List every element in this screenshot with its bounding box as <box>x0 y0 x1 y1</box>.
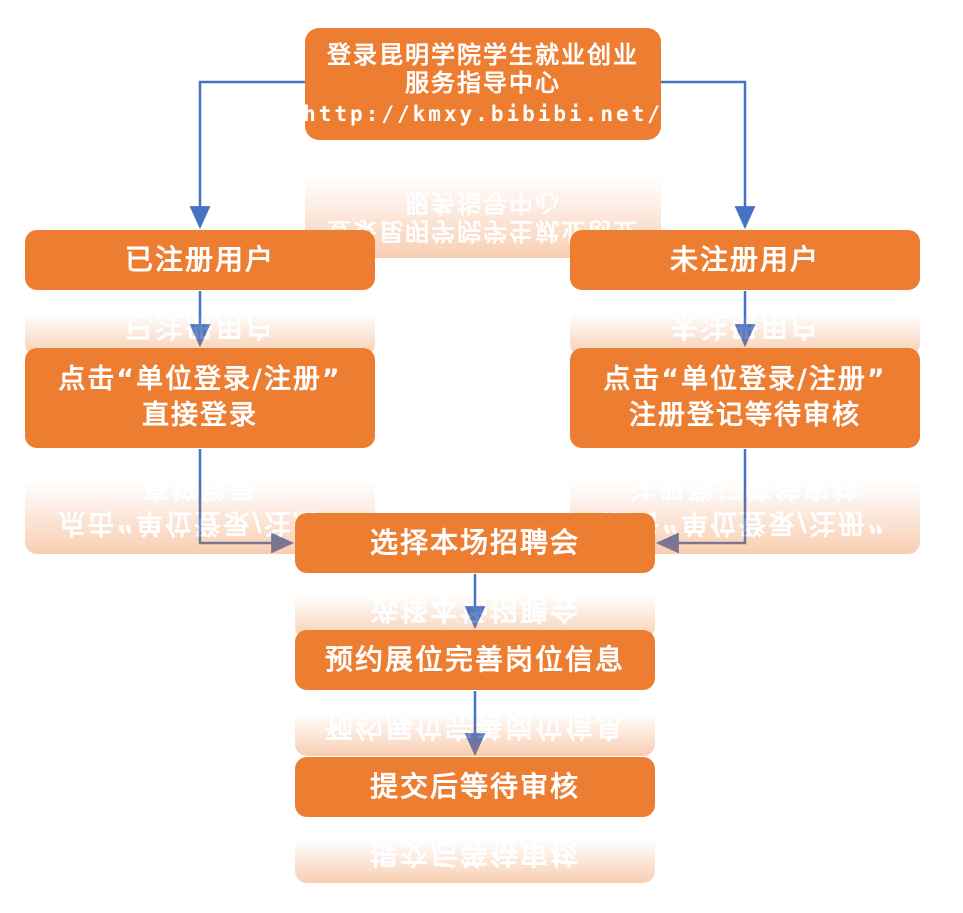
arrow-portal-to-unregistered <box>660 80 756 230</box>
node-login-direct: 点击“单位登录/注册” 直接登录 <box>25 348 375 448</box>
arrow-login-to-select-fair <box>198 449 295 554</box>
node-registered-user: 已注册用户 <box>25 230 375 290</box>
node-register-wait-line-1: 点击“单位登录/注册” <box>603 363 887 395</box>
node-portal: 登录昆明学院学生就业创业 服务指导中心 http://kmxy.bibibi.n… <box>303 28 663 140</box>
node-portal-line-2: 服务指导中心 <box>405 69 561 98</box>
node-register-wait: 点击“单位登录/注册” 注册登记等待审核 <box>570 348 920 448</box>
node-submit-wait-label: 提交后等待审核 <box>369 770 580 804</box>
node-submit-wait: 提交后等待审核 <box>295 757 655 817</box>
arrow-register-to-select-fair <box>655 449 747 554</box>
node-login-direct-line-1: 点击“单位登录/注册” <box>58 363 342 395</box>
node-register-wait-line-2: 注册登记等待审核 <box>629 400 861 431</box>
node-portal-url: http://kmxy.bibibi.net/ <box>303 102 663 127</box>
node-select-fair: 选择本场招聘会 <box>295 513 655 573</box>
node-unregistered-user-label: 未注册用户 <box>669 243 820 277</box>
node-login-direct-line-2: 直接登录 <box>142 400 258 431</box>
node-unregistered-user: 未注册用户 <box>570 230 920 290</box>
node-reserve-booth-label: 预约展位完善岗位信息 <box>324 643 625 677</box>
node-registered-user-label: 已注册用户 <box>124 243 275 277</box>
node-portal-line-1: 登录昆明学院学生就业创业 <box>327 40 639 69</box>
node-select-fair-label: 选择本场招聘会 <box>369 526 580 560</box>
node-reserve-booth: 预约展位完善岗位信息 <box>295 630 655 690</box>
arrow-portal-to-registered <box>189 80 305 230</box>
